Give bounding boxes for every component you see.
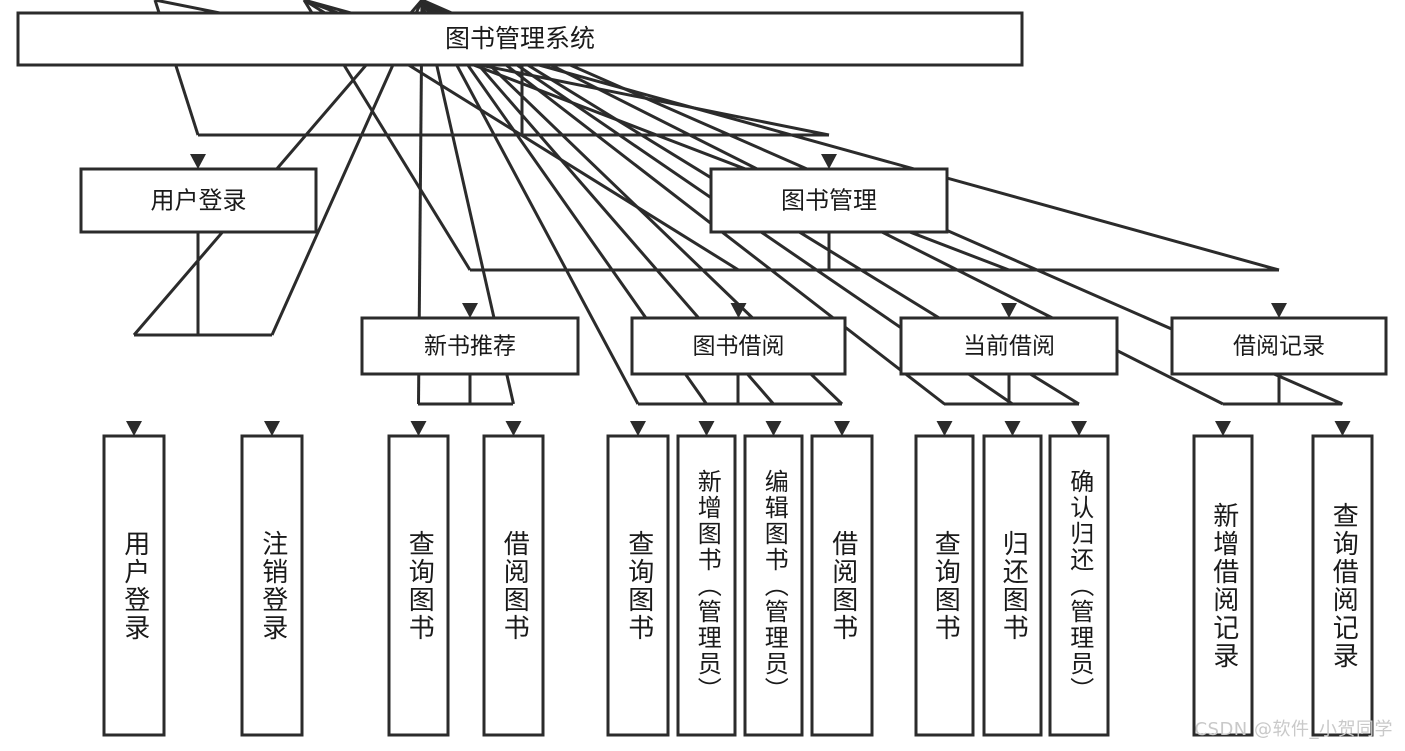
node-root-rect	[16, 11, 1024, 67]
node-leaf-4[interactable]	[606, 434, 670, 737]
node-tier2-0-label: 新书推荐	[424, 334, 516, 360]
node-tier1-0-rect	[79, 167, 318, 234]
node-leaf-8-rect	[914, 434, 975, 737]
node-leaf-5-rect	[676, 434, 737, 737]
arrow-to-leaf-0	[126, 421, 142, 436]
arrow-to-leaf-4	[630, 421, 646, 436]
node-tier2-1-label: 图书借阅	[693, 334, 785, 360]
node-leaf-3[interactable]	[482, 434, 545, 737]
node-leaf-12[interactable]	[1311, 434, 1374, 737]
node-leaf-6[interactable]	[743, 434, 804, 737]
arrow-to-tier2-0	[462, 303, 478, 318]
node-tier2-3-label: 借阅记录	[1233, 334, 1325, 360]
node-leaf-12-rect	[1311, 434, 1374, 737]
node-tier1-1-rect	[709, 167, 949, 234]
node-tier2-2-rect	[899, 316, 1119, 376]
node-leaf-7-rect	[810, 434, 874, 737]
node-tier2-2-label: 当前借阅	[963, 334, 1055, 360]
node-root-label: 图书管理系统	[445, 24, 595, 53]
arrow-to-leaf-8	[936, 421, 953, 436]
arrow-to-leaf-10	[1071, 421, 1087, 436]
arrow-to-leaf-1	[264, 421, 280, 436]
node-tier1-1-label: 图书管理	[781, 187, 877, 215]
node-tier2-1[interactable]: 图书借阅	[630, 316, 847, 376]
node-leaf-1-rect	[240, 434, 304, 737]
node-leaf-9-rect	[982, 434, 1043, 737]
node-leaf-4-rect	[606, 434, 670, 737]
node-leaf-8[interactable]	[914, 434, 975, 737]
node-leaf-2-rect	[387, 434, 450, 737]
node-tier1-0[interactable]: 用户登录	[79, 167, 318, 234]
node-leaf-6-rect	[743, 434, 804, 737]
arrow-to-book-mgmt	[821, 154, 837, 169]
node-tier2-1-rect	[630, 316, 847, 376]
node-tier2-2[interactable]: 当前借阅	[899, 316, 1119, 376]
node-leaf-11-rect	[1192, 434, 1254, 737]
arrow-to-leaf-12	[1334, 421, 1351, 436]
node-leaf-9[interactable]	[982, 434, 1043, 737]
node-leaf-5[interactable]	[676, 434, 737, 737]
arrow-to-tier2-3	[1271, 303, 1287, 318]
node-leaf-2[interactable]	[387, 434, 450, 737]
arrow-to-leaf-5	[698, 421, 715, 436]
node-root[interactable]: 图书管理系统	[16, 11, 1024, 67]
node-tier1-0-label: 用户登录	[151, 187, 247, 215]
connector-line	[420, 0, 640, 405]
node-leaf-10-rect	[1048, 434, 1110, 737]
connector-line	[421, 0, 946, 406]
node-leaf-7[interactable]	[810, 434, 874, 737]
arrow-to-leaf-7	[834, 421, 850, 436]
node-tier2-0[interactable]: 新书推荐	[360, 316, 580, 376]
node-leaf-3-rect	[482, 434, 545, 737]
arrow-to-leaf-9	[1004, 421, 1021, 436]
node-tier2-3[interactable]: 借阅记录	[1170, 316, 1388, 376]
node-tier2-3-rect	[1170, 316, 1388, 376]
arrow-to-leaf-3	[505, 421, 522, 436]
node-leaf-0-rect	[102, 434, 166, 737]
node-leaf-1[interactable]	[240, 434, 304, 737]
node-leaf-0[interactable]	[102, 434, 166, 737]
arrow-to-tier2-2	[1001, 303, 1017, 318]
node-tier1-1[interactable]: 图书管理	[709, 167, 949, 234]
arrow-to-leaf-6	[765, 421, 782, 436]
arrow-to-leaf-2	[410, 421, 427, 436]
arrow-to-leaf-11	[1215, 421, 1231, 436]
node-leaf-11[interactable]	[1192, 434, 1254, 737]
arrow-to-user-login	[190, 154, 206, 169]
node-leaf-10[interactable]	[1048, 434, 1110, 737]
node-tier2-0-rect	[360, 316, 580, 376]
